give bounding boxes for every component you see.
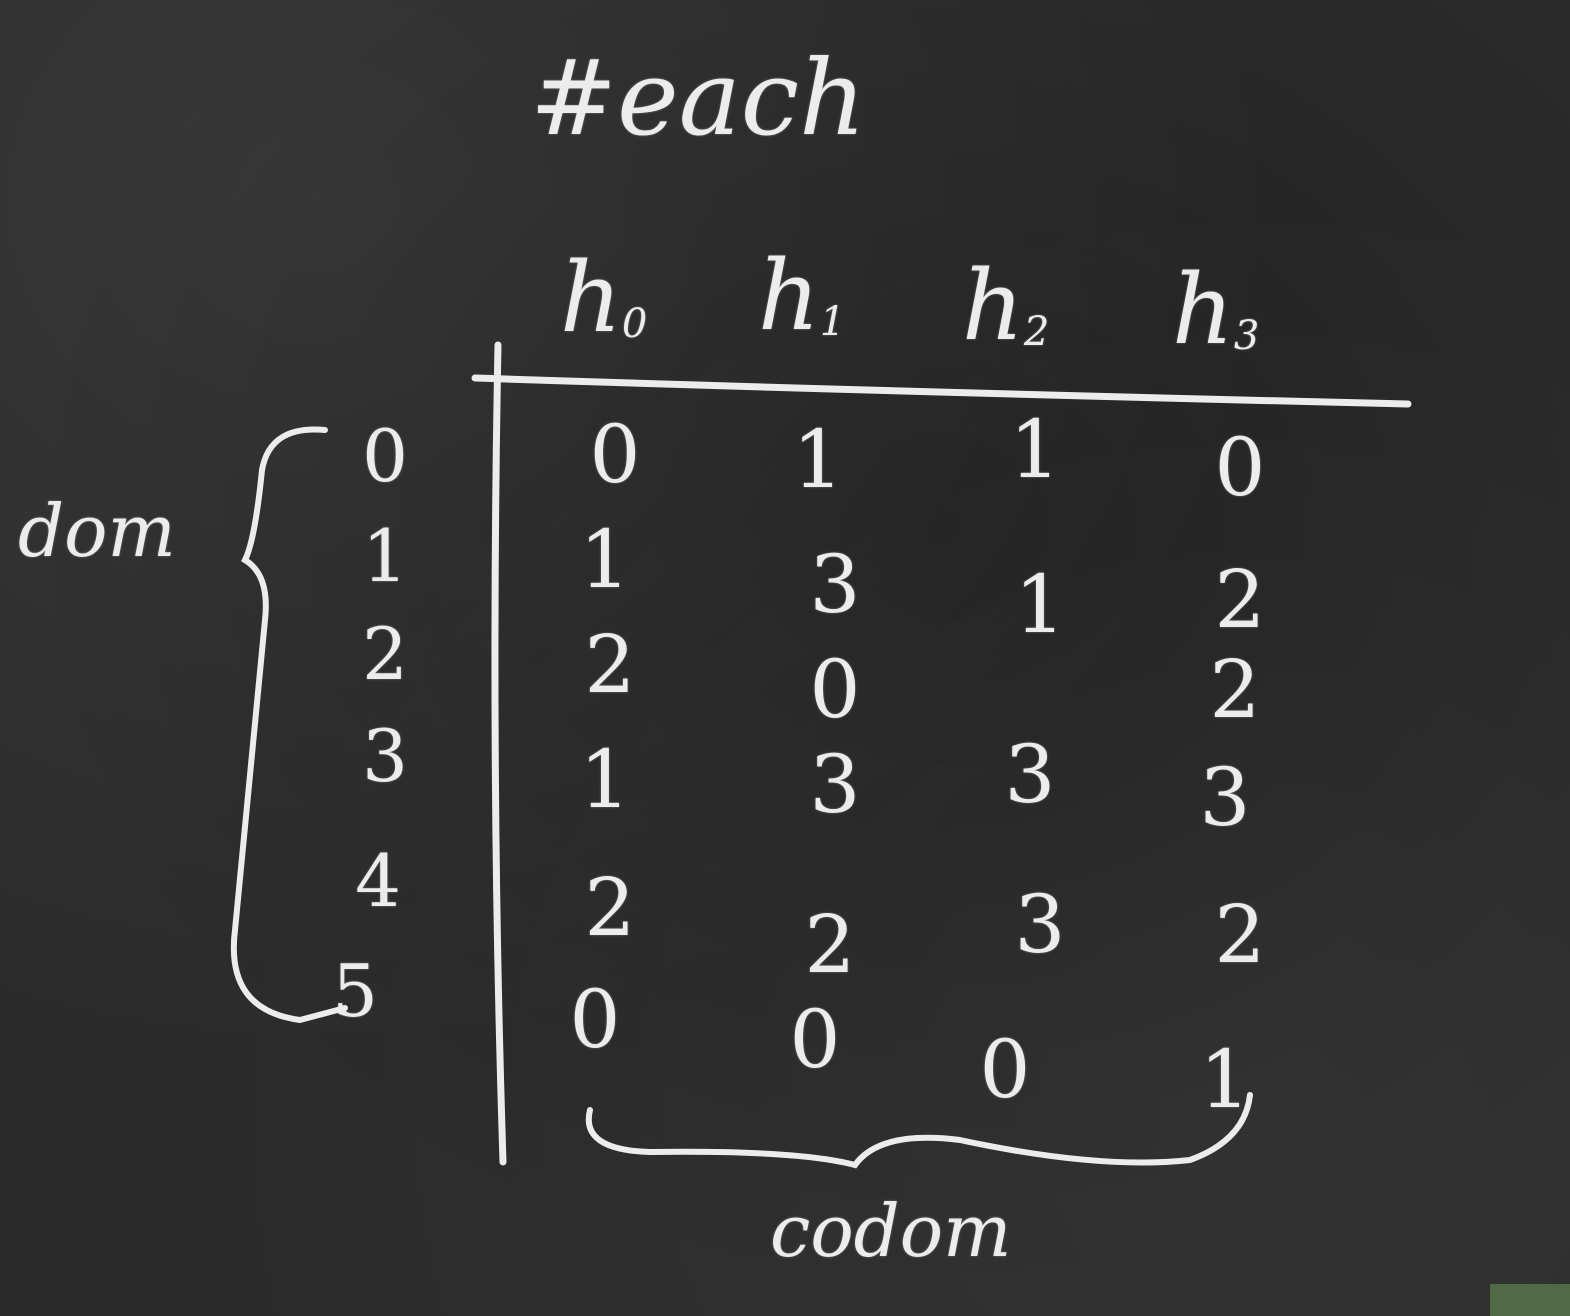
cell-r3-c3: 3 — [1199, 751, 1251, 844]
cell-r3-c1: 3 — [809, 738, 861, 831]
cell-r1-c1: 3 — [809, 538, 861, 631]
vertical-rule — [491, 341, 507, 1166]
cell-r0-c1: 1 — [792, 413, 844, 506]
cell-r5-c0: 0 — [569, 973, 621, 1066]
row-label-0: 0 — [362, 414, 408, 498]
board-title: #each — [530, 37, 866, 159]
row-label-2: 2 — [362, 612, 408, 696]
cell-r0-c3: 0 — [1214, 421, 1266, 514]
cell-r5-c2: 0 — [979, 1023, 1031, 1116]
header-rule — [471, 374, 1412, 408]
row-label-1: 1 — [362, 514, 408, 598]
dom-brace — [230, 426, 348, 1024]
cell-r3-c2: 3 — [1004, 728, 1056, 821]
cell-r2-c1: 0 — [809, 643, 861, 736]
corner-marker — [1490, 1284, 1570, 1316]
column-header-h2: h2 — [962, 250, 1050, 362]
cell-r1-c0: 1 — [579, 513, 631, 606]
cell-r0-c2: 1 — [1009, 403, 1061, 496]
column-header-h1: h1 — [758, 240, 846, 352]
row-label-5: 5 — [332, 949, 378, 1033]
column-header-h3: h3 — [1172, 254, 1260, 366]
cell-r5-c1: 0 — [789, 993, 841, 1086]
cell-r4-c1: 2 — [804, 898, 856, 991]
row-label-3: 3 — [362, 714, 408, 798]
cell-r3-c0: 1 — [579, 733, 631, 826]
row-label-4: 4 — [355, 839, 401, 923]
cell-r4-c0: 2 — [584, 861, 636, 954]
codom-brace — [585, 1092, 1253, 1169]
codomain-label: codom — [770, 1189, 1012, 1273]
cell-r0-c0: 0 — [589, 408, 641, 501]
cell-r4-c2: 3 — [1014, 878, 1066, 971]
cell-r1-c2: 1 — [1014, 558, 1066, 651]
cell-r2-c0: 2 — [584, 618, 636, 711]
cell-r2-c3: 2 — [1209, 643, 1261, 736]
cell-r1-c3: 2 — [1214, 553, 1266, 646]
cell-r4-c3: 2 — [1214, 888, 1266, 981]
cell-r5-c3: 1 — [1199, 1033, 1251, 1126]
column-header-h0: h0 — [560, 242, 648, 354]
domain-label: dom — [18, 489, 176, 573]
